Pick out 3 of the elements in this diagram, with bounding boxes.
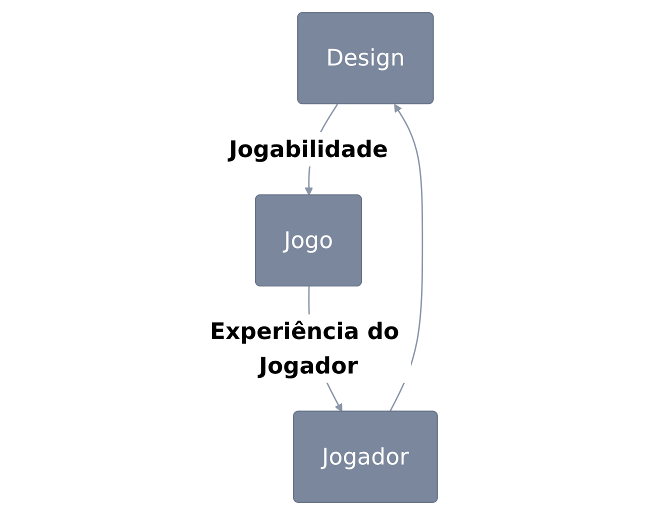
edge-label: Jogabilidade	[228, 136, 388, 163]
edge-label: Experiência do Jogador	[209, 318, 399, 379]
arrow	[388, 104, 423, 412]
